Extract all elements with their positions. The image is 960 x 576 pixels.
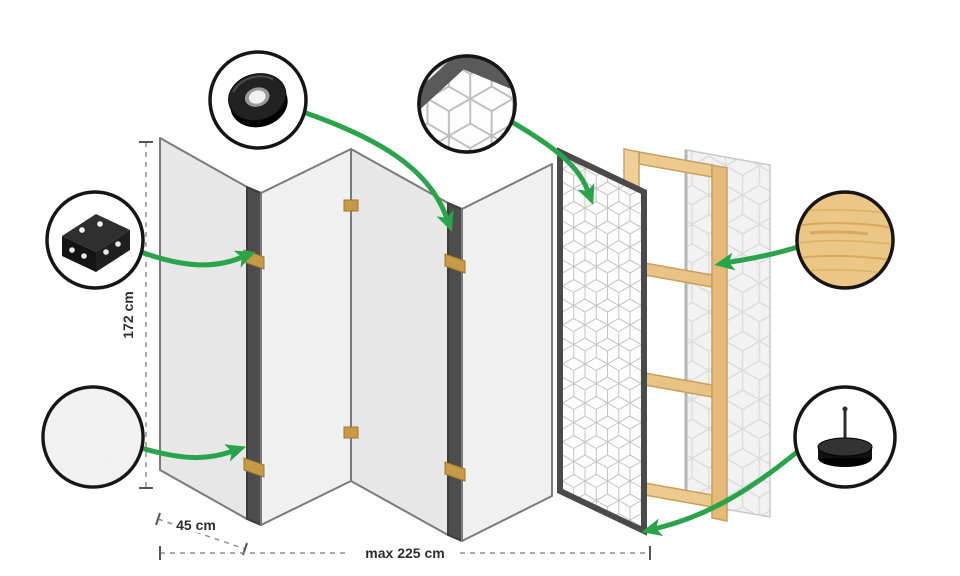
- hinge-middle-top: [343, 199, 359, 212]
- screen-panel-1: [159, 137, 248, 520]
- callout-duct-tape: [208, 50, 308, 150]
- dimension-height: 172 cm: [120, 141, 153, 489]
- screen-panel-2: [260, 148, 352, 526]
- folding-screen: [159, 137, 553, 542]
- screen-panel-4: [461, 163, 553, 542]
- arrow-hinge-to-fold: [138, 249, 256, 268]
- hinge-right-top: [444, 253, 466, 274]
- corner-bracket-icon: [62, 214, 130, 272]
- dimension-panel-width: 45 cm: [155, 512, 248, 556]
- arrow-tape-to-fold: [300, 109, 454, 232]
- height-label: 172 cm: [120, 291, 136, 338]
- arrow-pattern-to-panel: [509, 119, 595, 205]
- callout-wood: [795, 190, 895, 290]
- fleece-texture-icon: [44, 388, 142, 486]
- hinge-middle-bottom: [343, 426, 359, 439]
- hinge-right-bottom: [444, 461, 466, 482]
- max-width-label: max 225 cm: [365, 545, 444, 561]
- foot-pad-icon: [817, 406, 873, 467]
- callout-fleece: [41, 385, 145, 489]
- callout-pattern: [417, 54, 517, 154]
- geometric-pattern-icon: [420, 57, 514, 151]
- callout-foot: [793, 385, 897, 489]
- duct-tape-icon: [228, 73, 288, 128]
- backing-sheet-face: [685, 149, 771, 518]
- screen-panel-3: [350, 148, 449, 536]
- backing-sheet: [684, 149, 771, 518]
- frame-right-rail: [711, 164, 728, 522]
- callout-bracket: [45, 190, 145, 290]
- patterned-panel: [557, 147, 647, 536]
- arrow-foot-to-base: [641, 449, 800, 537]
- panel-width-tick-left: [155, 512, 161, 526]
- dimension-max-width: max 225 cm: [159, 545, 651, 561]
- hinge-left-bottom: [243, 457, 265, 478]
- callout-circle: [795, 190, 895, 290]
- panel-width-label: 45 cm: [176, 517, 216, 533]
- patterned-panel-face: [557, 147, 647, 536]
- arrow-fleece-to-panel: [138, 444, 247, 462]
- callout-arrows: [138, 109, 801, 537]
- arrow-wood-to-frame: [714, 244, 801, 271]
- panel-edge-strip-2: [447, 202, 463, 542]
